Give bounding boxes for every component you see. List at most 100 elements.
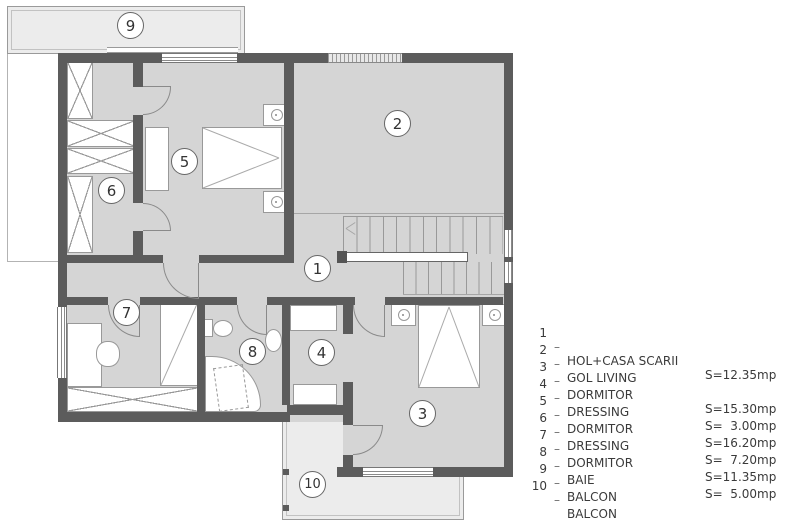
stairs-newel-post bbox=[337, 251, 347, 263]
stairs-lower-flight bbox=[403, 262, 504, 295]
legend-row: 9 – BALCON bbox=[528, 448, 810, 504]
lamp-icon bbox=[488, 309, 501, 321]
room-number: 6 bbox=[106, 181, 117, 200]
legend-name: GOL LIVING bbox=[567, 371, 637, 385]
wall-segment bbox=[58, 53, 67, 307]
legend-name: BALCON bbox=[567, 490, 617, 504]
room-number: 1 bbox=[312, 259, 323, 278]
legend-area: S=11.35mp bbox=[705, 470, 777, 484]
legend-row: 4 – DRESSING S= 3.00mp bbox=[528, 363, 810, 433]
window bbox=[57, 307, 67, 378]
legend-row: 3 – DORMITOR S=15.30mp bbox=[528, 346, 810, 416]
legend-dash: – bbox=[554, 459, 560, 473]
wall-segment bbox=[199, 255, 294, 263]
legend-number: 1 bbox=[539, 326, 547, 340]
room-label-2: 2 bbox=[384, 110, 411, 137]
stairs-handrail bbox=[340, 252, 468, 262]
legend-dash: – bbox=[554, 425, 560, 439]
door-leaf bbox=[143, 86, 171, 87]
legend-area: S=12.35mp bbox=[705, 368, 777, 382]
wardrobe-symbol bbox=[67, 176, 93, 253]
room-number: 7 bbox=[121, 303, 132, 322]
toilet-symbol bbox=[213, 320, 233, 337]
chair-symbol bbox=[96, 341, 120, 367]
room-label-7: 7 bbox=[113, 299, 140, 326]
stairs-lower-edge bbox=[403, 294, 504, 295]
legend-number: 10 bbox=[531, 479, 547, 493]
legend-name: DORMITOR bbox=[567, 388, 634, 402]
wardrobe-symbol bbox=[67, 148, 135, 174]
legend: 1 – HOL+CASA SCARII S=12.35mp 2 – GOL LI… bbox=[528, 312, 810, 521]
wall-segment bbox=[133, 231, 143, 255]
wall-segment bbox=[140, 297, 197, 305]
wall-segment bbox=[504, 53, 513, 230]
legend-number: 5 bbox=[539, 394, 547, 408]
nightstand-symbol bbox=[391, 304, 416, 326]
wall-segment bbox=[58, 297, 108, 305]
legend-number: 9 bbox=[539, 462, 547, 476]
closet-counter-symbol bbox=[290, 305, 337, 331]
legend-row: 10 – BALCON bbox=[528, 465, 810, 521]
wardrobe-symbol bbox=[67, 62, 93, 119]
wall-segment bbox=[504, 283, 513, 297]
window bbox=[363, 467, 433, 477]
legend-row: 7 – DORMITOR S=11.35mp bbox=[528, 414, 810, 484]
wall-segment bbox=[58, 412, 290, 422]
wall-segment bbox=[267, 297, 355, 305]
wall-segment bbox=[58, 378, 67, 422]
room-label-8: 8 bbox=[239, 338, 266, 365]
legend-name: DORMITOR bbox=[567, 456, 634, 470]
wall-segment bbox=[197, 297, 237, 305]
room-label-3: 3 bbox=[409, 400, 436, 427]
legend-dash: – bbox=[554, 442, 560, 456]
legend-area: S=15.30mp bbox=[705, 402, 777, 416]
room-number: 2 bbox=[392, 114, 403, 133]
legend-dash: – bbox=[554, 493, 560, 507]
legend-dash: – bbox=[554, 357, 560, 371]
room-label-5: 5 bbox=[171, 148, 198, 175]
legend-number: 8 bbox=[539, 445, 547, 459]
legend-area: S= 7.20mp bbox=[705, 453, 777, 467]
legend-dash: – bbox=[554, 408, 560, 422]
lamp-icon bbox=[270, 196, 283, 208]
room-label-6: 6 bbox=[98, 177, 125, 204]
legend-number: 3 bbox=[539, 360, 547, 374]
legend-name: DORMITOR bbox=[567, 422, 634, 436]
room-number: 9 bbox=[125, 16, 136, 35]
room-number: 5 bbox=[179, 152, 190, 171]
legend-row: 5 – DORMITOR S=16.20mp bbox=[528, 380, 810, 450]
legend-number: 6 bbox=[539, 411, 547, 425]
wall-segment bbox=[433, 467, 513, 477]
wardrobe-symbol bbox=[67, 120, 135, 147]
room-number: 3 bbox=[417, 404, 428, 423]
legend-row: 6 – DRESSING S= 7.20mp bbox=[528, 397, 810, 467]
wall-segment bbox=[282, 305, 290, 405]
lamp-icon bbox=[397, 309, 410, 321]
wardrobe-symbol bbox=[67, 387, 198, 412]
void-edge-line bbox=[294, 213, 504, 214]
legend-dash: – bbox=[554, 374, 560, 388]
room-label-10: 10 bbox=[299, 471, 326, 498]
wall-segment bbox=[58, 255, 143, 263]
legend-row: 8 – BAIE S= 5.00mp bbox=[528, 431, 810, 501]
legend-area: S= 3.00mp bbox=[705, 419, 777, 433]
legend-number: 7 bbox=[539, 428, 547, 442]
room-label-1: 1 bbox=[304, 255, 331, 282]
bed-symbol-room7 bbox=[160, 303, 198, 386]
legend-number: 2 bbox=[539, 343, 547, 357]
legend-name: DRESSING bbox=[567, 439, 630, 453]
legend-name: DRESSING bbox=[567, 405, 630, 419]
wall-segment bbox=[343, 382, 353, 425]
sink-symbol bbox=[265, 329, 282, 352]
legend-dash: – bbox=[554, 476, 560, 490]
window bbox=[504, 262, 513, 283]
balcony-post bbox=[283, 469, 289, 475]
wall-segment bbox=[504, 297, 513, 477]
bed-symbol-room5 bbox=[202, 127, 282, 189]
wall-segment bbox=[143, 255, 163, 263]
legend-row: 2 – GOL LIVING bbox=[528, 329, 810, 385]
stairs-upper-flight bbox=[343, 216, 503, 254]
wall-segment bbox=[385, 297, 503, 305]
wall-segment bbox=[284, 53, 294, 255]
